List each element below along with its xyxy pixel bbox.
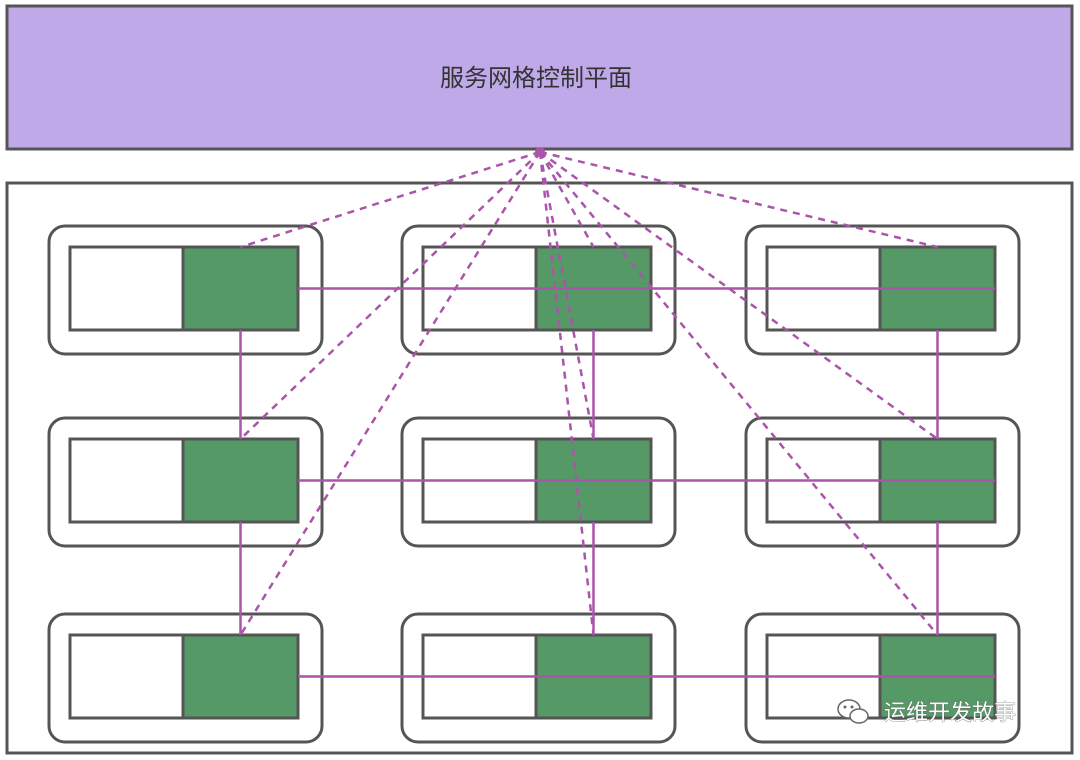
wechat-icon — [837, 699, 869, 724]
watermark: 运维开发故事 — [837, 699, 1016, 726]
control-link — [538, 151, 595, 248]
pod — [47, 224, 324, 356]
pod — [744, 416, 1021, 548]
pod — [47, 612, 324, 744]
control-plane-hub — [535, 147, 545, 157]
service-container — [68, 245, 185, 332]
pods — [47, 224, 1021, 744]
control-link — [538, 151, 595, 440]
control-link — [539, 150, 938, 249]
control-link — [539, 150, 939, 441]
pod — [400, 416, 677, 548]
pod — [744, 224, 1021, 356]
control-plane-box — [5, 4, 1074, 151]
sidecar-proxy — [181, 437, 300, 524]
service-container — [68, 633, 185, 720]
watermark-text: 运维开发故事 — [884, 701, 1016, 726]
mesh-links — [239, 287, 995, 678]
pod — [47, 416, 324, 548]
pod — [400, 612, 677, 744]
control-plane: 服务网格控制平面 — [5, 4, 1074, 151]
service-container — [68, 437, 185, 524]
control-link — [239, 151, 542, 636]
control-link — [239, 151, 541, 440]
control-link — [240, 150, 541, 249]
sidecar-proxy — [181, 633, 300, 720]
sidecar-proxy — [181, 245, 300, 332]
control-plane-label: 服务网格控制平面 — [440, 64, 632, 92]
control-links — [239, 150, 939, 636]
control-link — [539, 151, 939, 636]
control-link — [538, 151, 595, 636]
